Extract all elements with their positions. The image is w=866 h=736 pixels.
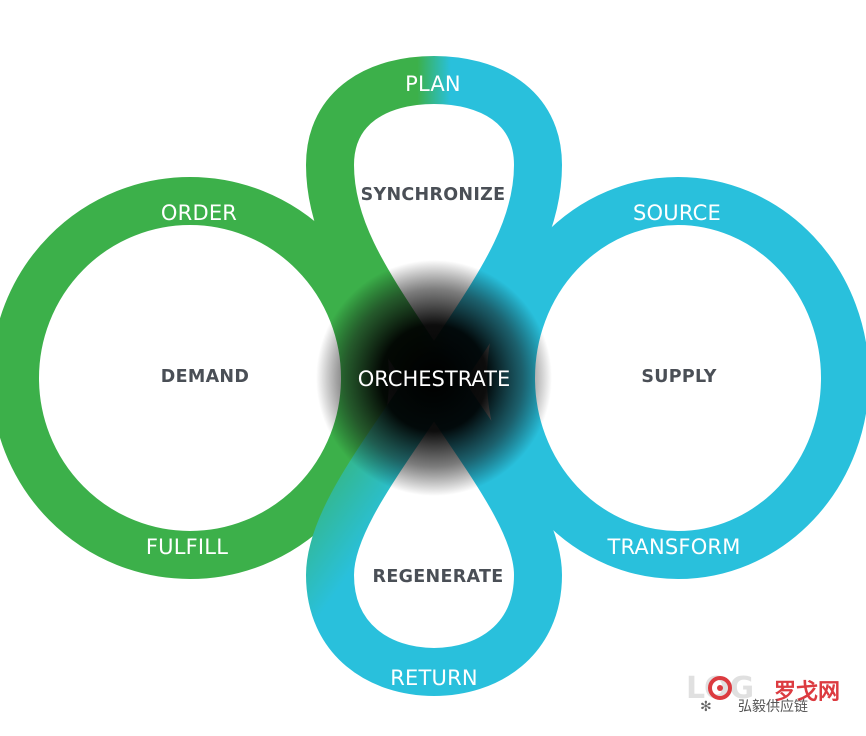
label-regenerate: REGENERATE — [373, 567, 504, 587]
wechat-icon: ✻ — [700, 699, 712, 715]
label-order: ORDER — [161, 201, 237, 225]
watermark-brand: 罗戈网 — [774, 680, 840, 705]
label-synchronize: SYNCHRONIZE — [361, 185, 506, 205]
label-fulfill: FULFILL — [146, 535, 228, 559]
label-demand: DEMAND — [161, 367, 249, 387]
watermark-caption: 弘毅供应链 — [738, 698, 808, 715]
label-return: RETURN — [390, 666, 478, 690]
label-source: SOURCE — [633, 201, 721, 225]
label-orchestrate: ORCHESTRATE — [358, 367, 511, 391]
label-plan: PLAN — [405, 72, 461, 96]
watermark-target-dot — [717, 685, 723, 691]
label-transform: TRANSFORM — [606, 535, 740, 559]
label-supply: SUPPLY — [641, 367, 716, 387]
watermark: LOG 罗戈网 ✻ 弘毅供应链 — [686, 671, 840, 715]
center-hub — [316, 260, 552, 496]
watermark-target-icon — [708, 676, 732, 700]
bottom-loop-ring — [306, 354, 562, 696]
top-loop-ring — [306, 56, 562, 409]
